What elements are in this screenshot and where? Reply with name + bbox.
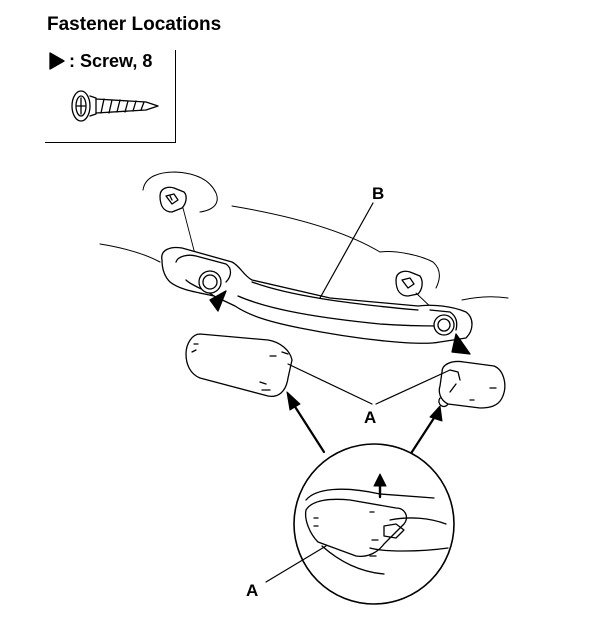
triangle-marker-icon	[49, 52, 65, 70]
right-screw-marker	[451, 333, 471, 355]
screw-icon	[71, 90, 159, 122]
left-cover	[185, 333, 293, 398]
legend-label: : Screw, 8	[69, 51, 153, 71]
left-screw-marker	[209, 290, 227, 312]
callout-a-upper-leaders	[287, 363, 451, 405]
callout-a-lower: A	[246, 581, 259, 600]
callout-b-leader	[319, 202, 374, 299]
right-cover	[438, 360, 506, 409]
callout-a-upper: A	[364, 408, 377, 427]
detail-arrows	[286, 391, 443, 460]
right-headliner-clip	[395, 270, 423, 297]
headliner-outline	[99, 171, 509, 301]
left-headliner-clip	[159, 186, 187, 213]
callout-a-lower-leader	[265, 545, 327, 583]
legend-box	[45, 50, 176, 143]
grab-handle	[161, 246, 473, 344]
diagram-title: Fastener Locations	[47, 14, 222, 35]
callout-b: B	[372, 184, 385, 203]
detail-view	[293, 443, 455, 605]
